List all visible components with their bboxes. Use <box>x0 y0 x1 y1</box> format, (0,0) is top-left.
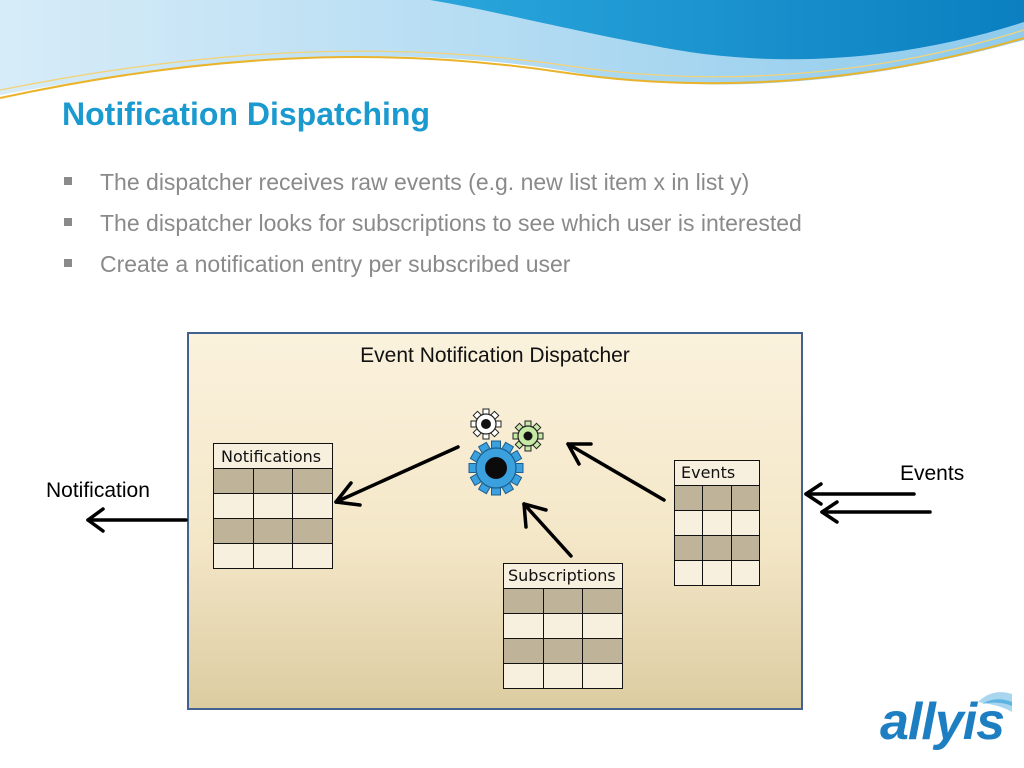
bullet-item: The dispatcher receives raw events (e.g.… <box>62 163 802 204</box>
header-wave-banner <box>0 0 1024 99</box>
gears-icon <box>468 408 544 496</box>
notifications-table-label: Notifications <box>221 447 322 466</box>
allyis-logo: allyis <box>876 690 1016 760</box>
large-blue-gear-icon <box>468 440 524 496</box>
bullet-item: The dispatcher looks for subscriptions t… <box>62 204 802 245</box>
bullet-square-icon <box>64 259 72 267</box>
bullet-square-icon <box>64 218 72 226</box>
logo-swoosh-icon <box>978 692 1012 712</box>
bullet-text: The dispatcher looks for subscriptions t… <box>100 210 802 236</box>
notification-label: Notification <box>46 479 150 502</box>
bullet-list: The dispatcher receives raw events (e.g.… <box>62 163 802 286</box>
bullet-text: Create a notification entry per subscrib… <box>100 251 571 277</box>
small-gear-icon <box>470 408 502 440</box>
bullet-text: The dispatcher receives raw events (e.g.… <box>100 169 750 195</box>
bullet-square-icon <box>64 177 72 185</box>
bullet-item: Create a notification entry per subscrib… <box>62 245 802 286</box>
arrow-events-in-lower <box>820 500 932 524</box>
dispatcher-title: Event Notification Dispatcher <box>360 344 630 367</box>
green-gear-icon <box>512 420 544 452</box>
subscriptions-table-label: Subscriptions <box>508 566 616 585</box>
slide-title: Notification Dispatching <box>62 96 430 132</box>
events-table-label: Events <box>681 463 736 482</box>
logo-text: allyis <box>880 693 1005 751</box>
events-label: Events <box>900 462 965 485</box>
arrow-notification-out <box>86 507 188 533</box>
arrow-events-in-upper <box>804 482 916 506</box>
